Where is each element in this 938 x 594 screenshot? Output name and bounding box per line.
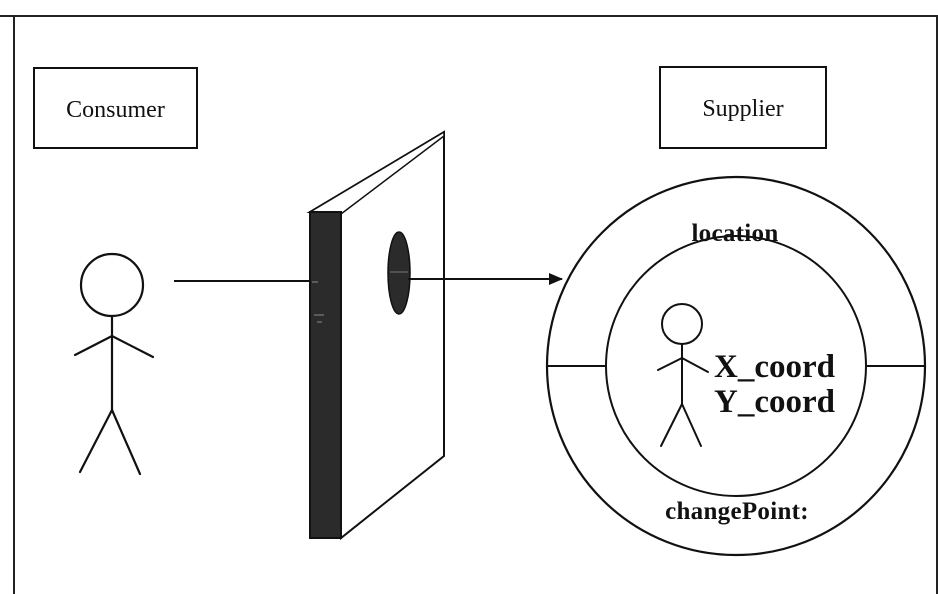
- encapsulation-wall: [306, 130, 445, 541]
- consumer-head: [79, 252, 145, 318]
- supplier-box: Supplier: [659, 66, 827, 149]
- consumer-right-arm: [110, 334, 155, 359]
- supplier-right-arm: [681, 357, 709, 373]
- interface-bottom-label: changePoint:: [665, 498, 809, 525]
- supplier-right-leg: [681, 403, 702, 447]
- wall-side: [309, 211, 342, 539]
- supplier-left-leg: [660, 403, 683, 447]
- attribute-y-coord: Y_coord: [714, 384, 835, 420]
- consumer-stick-figure: [73, 252, 155, 476]
- supplier-stick-figure: [657, 303, 709, 447]
- supplier-label: Supplier: [702, 96, 783, 122]
- consumer-box: Consumer: [33, 67, 198, 149]
- consumer-left-leg: [78, 408, 114, 474]
- wall-hole: [387, 231, 411, 315]
- consumer-right-leg: [110, 408, 142, 476]
- diagram-frame: [0, 15, 938, 594]
- consumer-left-arm: [73, 334, 114, 357]
- supplier-left-arm: [657, 357, 683, 371]
- attribute-x-coord: X_coord: [714, 349, 835, 385]
- interface-top-label: location: [691, 220, 778, 247]
- consumer-label: Consumer: [66, 97, 165, 123]
- supplier-object: location changePoint: X_coord Y_coord: [545, 175, 927, 557]
